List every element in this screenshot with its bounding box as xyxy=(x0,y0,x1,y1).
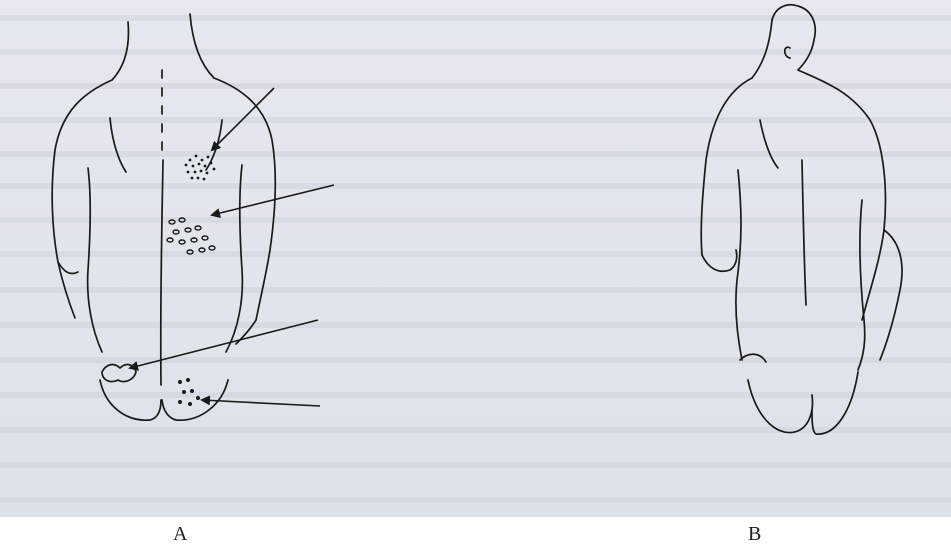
lesion-cluster-mid xyxy=(167,218,215,254)
figure-label-a: A xyxy=(173,523,187,546)
arrow-lower xyxy=(202,400,320,406)
arrow-mid xyxy=(212,185,334,215)
neck-right-line xyxy=(190,14,214,78)
right-buttock-b xyxy=(812,372,858,434)
head-outline xyxy=(772,5,815,70)
left-buttock-b xyxy=(748,380,813,433)
scapula-left xyxy=(760,120,778,168)
right-shoulder-arm xyxy=(214,78,275,320)
right-inner-torso xyxy=(858,200,865,370)
left-shoulder xyxy=(701,78,752,255)
left-buttock xyxy=(100,380,161,420)
left-scapula xyxy=(110,118,126,172)
right-arm-lower xyxy=(880,230,902,360)
figure-label-b: B xyxy=(748,523,761,546)
spine-line xyxy=(161,160,163,385)
paper-texture xyxy=(0,18,951,500)
spine xyxy=(802,160,806,305)
right-shoulder xyxy=(798,70,885,320)
figure-illustration xyxy=(0,0,951,517)
left-inner-torso xyxy=(736,170,742,360)
left-shoulder-arm xyxy=(52,80,112,318)
figure-panel xyxy=(0,0,951,517)
lesion-cluster-upper xyxy=(185,155,216,181)
right-scapula xyxy=(206,120,222,170)
